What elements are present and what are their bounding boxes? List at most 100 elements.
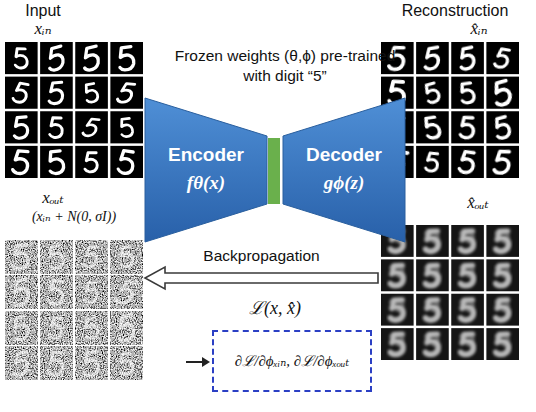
- math-symbol: x̂ₒᵤₜ: [448, 193, 508, 213]
- grid-heading: Reconstruction: [386, 1, 524, 20]
- digit-cell: [486, 225, 519, 257]
- digit-cell: [5, 77, 38, 109]
- digit-cell: [451, 294, 484, 326]
- digit-stroke: [459, 83, 476, 103]
- digit-stroke: [426, 232, 438, 250]
- digit-cell: [486, 259, 519, 291]
- digit-stroke: [425, 265, 438, 285]
- digit-stroke: [390, 265, 403, 285]
- digit-stroke: [461, 335, 473, 353]
- digit-cell: [416, 146, 449, 178]
- digit-cell: [40, 42, 73, 74]
- math-symbol: x̂ᵢₙ: [454, 19, 504, 39]
- digit-stroke: [494, 48, 510, 68]
- digit-stroke: [83, 351, 98, 376]
- digit-cell: [75, 77, 108, 109]
- digit-cell: [451, 77, 484, 109]
- digit-stroke: [426, 335, 438, 353]
- digit-stroke: [119, 247, 134, 267]
- digit-stroke: [14, 48, 28, 69]
- digit-stroke: [493, 80, 512, 105]
- digit-stroke: [461, 301, 473, 319]
- noise-cell: [75, 276, 108, 309]
- digit-cell: [416, 42, 449, 74]
- digit-cell: [451, 111, 484, 143]
- digit-stroke: [391, 335, 403, 353]
- digit-stroke: [84, 247, 99, 267]
- digit-cell: [75, 42, 108, 74]
- digit-stroke: [48, 316, 63, 339]
- digit-stroke: [391, 266, 403, 284]
- digit-cell: [40, 146, 73, 178]
- math-function: gϕ(z): [283, 172, 405, 195]
- digit-stroke: [83, 83, 99, 102]
- digit-cell: [416, 225, 449, 257]
- digit-stroke: [460, 265, 473, 285]
- input-grid: Inputxᵢₙ: [3, 0, 145, 180]
- digit-stroke: [460, 117, 473, 139]
- digit-stroke: [425, 300, 438, 320]
- digit-stroke: [425, 231, 438, 251]
- grid-heading: Input: [3, 1, 83, 20]
- digit-cell: [486, 111, 519, 143]
- digit-cell: [110, 77, 143, 109]
- digit-stroke: [461, 266, 473, 284]
- encoder-shape: Encoder fθ(x): [145, 98, 267, 242]
- digit-stroke: [85, 152, 98, 172]
- digit-cell: [451, 42, 484, 74]
- digit-cell: [5, 42, 38, 74]
- noise-cell: [40, 276, 73, 309]
- digit-stroke: [497, 232, 509, 250]
- digit-stroke: [460, 334, 473, 354]
- digit-stroke: [83, 317, 99, 339]
- digit-cell: [486, 294, 519, 326]
- digit-stroke: [118, 315, 134, 342]
- digit-cell: [486, 42, 519, 74]
- digit-stroke: [496, 265, 509, 285]
- digit-stroke: [85, 282, 98, 303]
- digit-stroke: [12, 150, 28, 175]
- digit-cell: [416, 77, 449, 109]
- noise-cell: [110, 240, 143, 273]
- digit-stroke: [423, 83, 441, 104]
- digit-stroke: [114, 280, 137, 305]
- noise-cell: [5, 347, 38, 380]
- digit-cell: [451, 225, 484, 257]
- digit-cell: [5, 146, 38, 178]
- digit-cell: [381, 328, 414, 360]
- digit-stroke: [497, 335, 509, 353]
- digit-cell: [5, 111, 38, 143]
- digit-cell: [451, 259, 484, 291]
- digit-stroke: [49, 82, 62, 103]
- latent-bar: [268, 138, 280, 204]
- digit-stroke: [49, 117, 62, 138]
- digit-stroke: [47, 245, 64, 270]
- backprop-arrow: [145, 267, 378, 289]
- digit-stroke: [425, 47, 438, 69]
- digit-stroke: [425, 152, 438, 172]
- digit-stroke: [497, 266, 509, 284]
- digit-stroke: [14, 352, 27, 377]
- gradient-formula: ∂ℒ/∂ϕₓᵢₙ, ∂ℒ/∂ϕₓₒᵤₜ: [235, 352, 349, 370]
- digit-cell: [451, 328, 484, 360]
- digit-stroke: [460, 231, 473, 251]
- digit-cell: [75, 146, 108, 178]
- digit-stroke: [13, 117, 27, 139]
- math-symbol: xₒᵤₜ: [23, 188, 83, 208]
- block-title: Encoder: [145, 144, 267, 167]
- block-title: Decoder: [283, 144, 405, 167]
- digit-cell: [416, 328, 449, 360]
- digit-stroke: [391, 301, 403, 319]
- digit-cell: [381, 259, 414, 291]
- digit-stroke: [422, 117, 441, 138]
- digit-cell: [110, 111, 143, 143]
- noise-cell: [40, 347, 73, 380]
- noise-cell: [5, 276, 38, 309]
- digit-stroke: [496, 300, 509, 320]
- math-function: fθ(x): [145, 172, 267, 195]
- digit-stroke: [117, 47, 134, 71]
- noise-cell: [110, 276, 143, 309]
